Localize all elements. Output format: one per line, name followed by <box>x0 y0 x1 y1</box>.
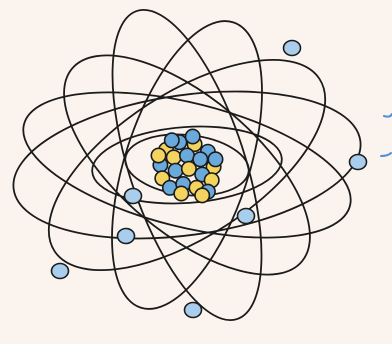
edge-mark-1 <box>384 114 392 117</box>
neutron-21 <box>186 129 200 143</box>
electron-2 <box>350 155 367 170</box>
neutron-22 <box>208 152 222 166</box>
proton-12 <box>182 162 196 176</box>
neutron-7 <box>180 148 194 162</box>
electron-7 <box>185 303 202 318</box>
edge-marks <box>381 114 392 156</box>
proton-6 <box>167 150 181 164</box>
proton-19 <box>151 148 165 162</box>
electron-3 <box>238 209 255 224</box>
nucleus <box>151 129 222 202</box>
proton-24 <box>195 188 209 202</box>
electron-5 <box>118 229 135 244</box>
edge-mark-2 <box>381 153 391 156</box>
proton-20 <box>174 186 188 200</box>
neutron-23 <box>165 133 179 147</box>
electron-6 <box>52 264 69 279</box>
electron-4 <box>125 189 142 204</box>
electron-1 <box>284 41 301 56</box>
neutron-11 <box>168 164 182 178</box>
